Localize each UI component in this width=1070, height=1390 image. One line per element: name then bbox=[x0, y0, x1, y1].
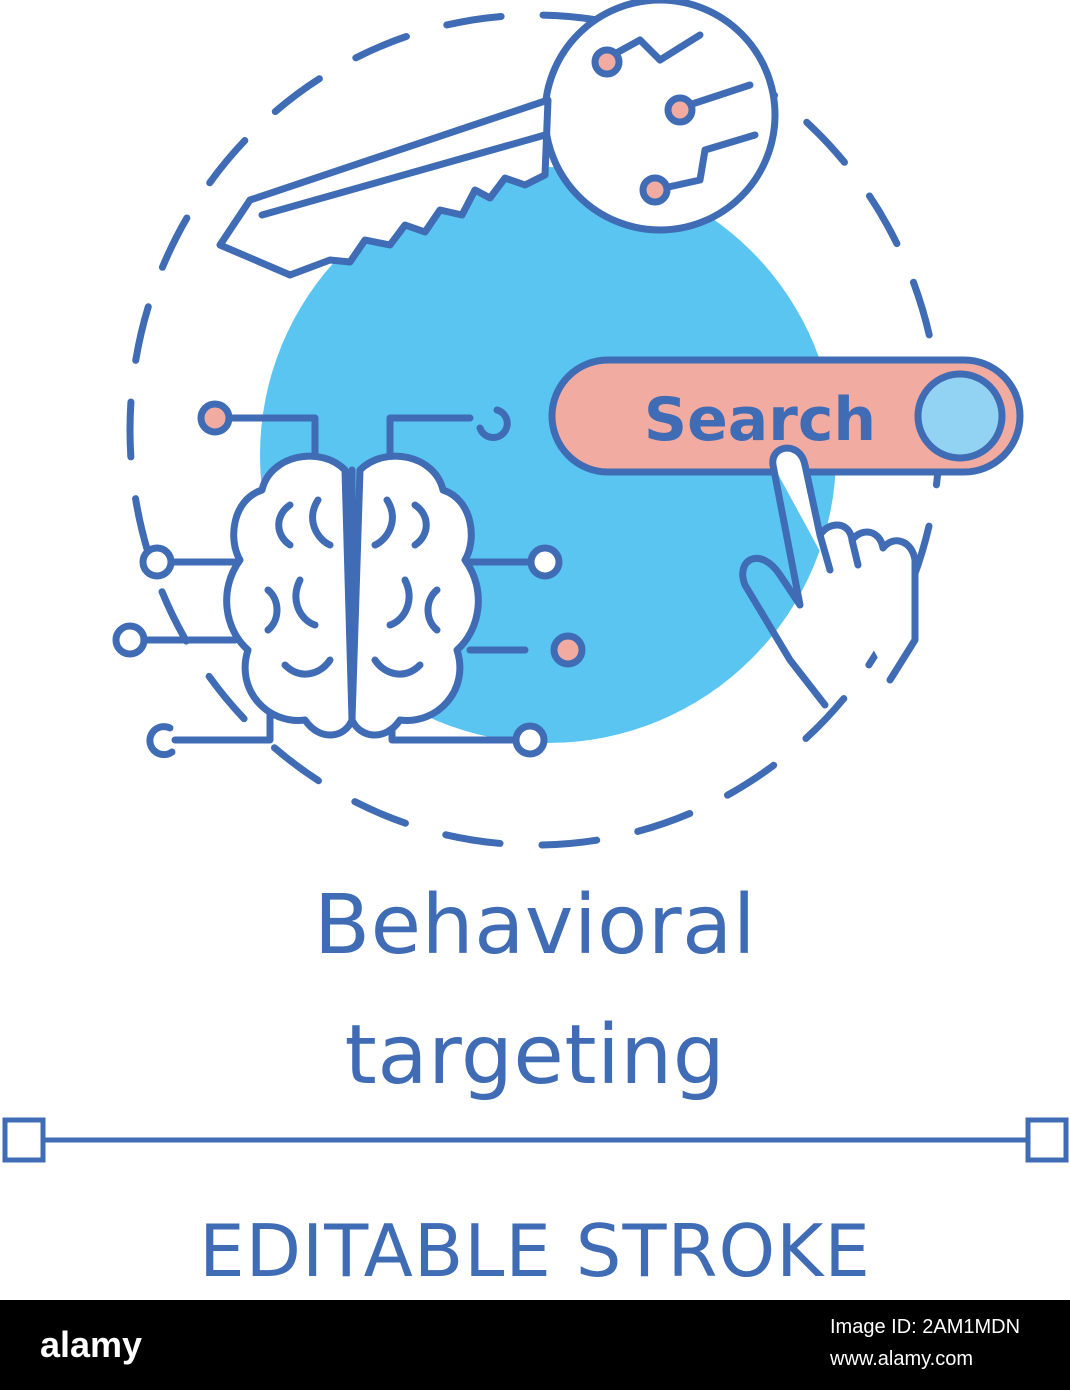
caption-line-1: Behavioral bbox=[313, 878, 757, 973]
right-handle bbox=[1025, 1117, 1069, 1163]
footer-image-id: Image ID: 2AM1MDN bbox=[830, 1316, 1021, 1338]
footer-logo: alamy bbox=[40, 1324, 143, 1365]
search-button-knob bbox=[914, 370, 1006, 462]
footer-url: www.alamy.com bbox=[830, 1348, 973, 1370]
watermark-footer: alamy Image ID: 2AM1MDN www.alamy.com bbox=[0, 1300, 1070, 1390]
caption-line-2: targeting bbox=[344, 1008, 726, 1103]
editable-stroke-bar bbox=[2, 1117, 1069, 1163]
key-icon bbox=[216, 0, 779, 279]
pointing-hand-icon bbox=[739, 444, 919, 709]
brain-icon bbox=[223, 452, 482, 739]
left-handle bbox=[2, 1117, 46, 1163]
search-label: Search bbox=[644, 385, 876, 455]
editable-stroke-label: EDITABLE STROKE bbox=[199, 1209, 871, 1293]
